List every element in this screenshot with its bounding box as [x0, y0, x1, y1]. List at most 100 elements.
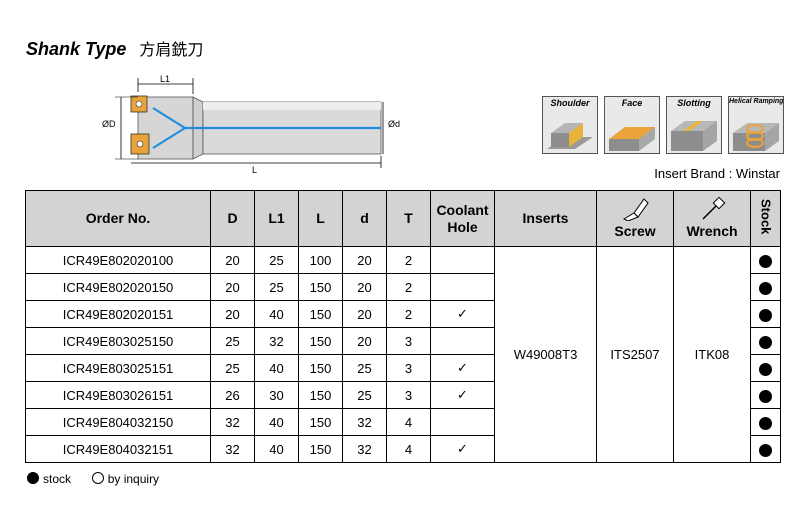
l-cell: 150	[298, 327, 343, 355]
l-cell: 150	[298, 381, 343, 409]
header-order-no: Order No.	[25, 190, 211, 247]
coolant-cell: ✓	[430, 354, 495, 382]
d-cell: 20	[210, 300, 255, 328]
coolant-cell	[430, 246, 495, 274]
l-cell: 150	[298, 435, 343, 463]
dim-l-label: L	[252, 165, 257, 175]
l1-cell: 40	[254, 354, 299, 382]
coolant-cell: ✓	[430, 381, 495, 409]
d-cell: 26	[210, 381, 255, 409]
d-cell: 20	[210, 273, 255, 301]
header-d-diameter: D	[210, 190, 255, 247]
coolant-cell	[430, 273, 495, 301]
d-cell: 25	[210, 327, 255, 355]
t-cell: 4	[386, 435, 431, 463]
application-label: Face	[621, 98, 643, 108]
table-row: ICR49E803026151 26 30 150 25 3 ✓	[25, 381, 781, 409]
title-english: Shank Type	[26, 39, 127, 59]
shoulder-milling-icon: Shoulder	[542, 96, 598, 154]
t-cell: 3	[386, 354, 431, 382]
in-stock-dot	[759, 254, 772, 268]
coolant-cell: ✓	[430, 435, 495, 463]
l-cell: 150	[298, 300, 343, 328]
in-stock-dot	[759, 389, 772, 403]
header-shank-d: d	[342, 190, 387, 247]
header-wrench-label: Wrench	[686, 223, 738, 240]
shank-d-cell: 20	[342, 327, 387, 355]
shank-d-cell: 32	[342, 408, 387, 436]
slotting-icon: Slotting	[666, 96, 722, 154]
application-label: Shoulder	[550, 98, 590, 108]
shank-d-cell: 20	[342, 246, 387, 274]
coolant-cell	[430, 408, 495, 436]
table-row: ICR49E802020100 20 25 100 20 2 W49008T3 …	[25, 246, 781, 463]
wrench-cell: ITK08	[673, 246, 751, 463]
stock-cell	[750, 273, 781, 301]
stock-cell	[750, 408, 781, 436]
screw-icon	[622, 198, 649, 222]
header-t: T	[386, 190, 431, 247]
header-screw: Screw	[596, 190, 674, 247]
t-cell: 2	[386, 246, 431, 274]
table-header-row: Order No. D L1 L d T Coolant Hole Insert…	[25, 190, 781, 247]
stock-cell	[750, 435, 781, 463]
table-row: ICR49E803025150 25 32 150 20 3	[25, 327, 781, 355]
order-no-cell: ICR49E804032150	[25, 408, 211, 436]
stock-cell	[750, 381, 781, 409]
order-no-cell: ICR49E802020151	[25, 300, 211, 328]
table-row: ICR49E802020151 20 40 150 20 2 ✓	[25, 300, 781, 328]
stock-dot-icon	[27, 472, 39, 484]
insert-brand: Insert Brand : Winstar	[654, 166, 780, 181]
screw-cell: ITS2507	[596, 246, 674, 463]
header-inserts: Inserts	[494, 190, 597, 247]
in-stock-dot	[759, 335, 772, 349]
coolant-cell	[430, 327, 495, 355]
shank-d-cell: 20	[342, 300, 387, 328]
d-cell: 25	[210, 354, 255, 382]
d-cell: 32	[210, 435, 255, 463]
t-cell: 2	[386, 300, 431, 328]
page-title: Shank Type 方肩銑刀	[26, 36, 203, 60]
l-cell: 100	[298, 246, 343, 274]
legend-stock-label: stock	[43, 472, 72, 486]
application-label: Helical Ramping	[729, 98, 784, 105]
coolant-cell: ✓	[430, 300, 495, 328]
header-l1: L1	[254, 190, 299, 247]
dim-l1-label: L1	[160, 74, 170, 84]
header-screw-label: Screw	[614, 223, 656, 240]
in-stock-dot	[759, 281, 772, 295]
header-l: L	[298, 190, 343, 247]
application-label: Slotting	[677, 98, 711, 108]
end-mill-drawing: L1 ØD Ød L	[102, 74, 400, 175]
inserts-cell: W49008T3	[494, 246, 597, 463]
l1-cell: 30	[254, 381, 299, 409]
wrench-icon	[702, 197, 726, 220]
l1-cell: 40	[254, 435, 299, 463]
t-cell: 3	[386, 381, 431, 409]
d-cell: 20	[210, 246, 255, 274]
t-cell: 3	[386, 327, 431, 355]
dim-d-label: Ød	[388, 119, 400, 129]
legend-inquiry-label: by inquiry	[107, 472, 160, 486]
l-cell: 150	[298, 408, 343, 436]
header-wrench: Wrench	[673, 190, 751, 247]
l1-cell: 32	[254, 327, 299, 355]
l1-cell: 25	[254, 273, 299, 301]
in-stock-dot	[759, 308, 772, 322]
header-stock-label: Stock	[758, 198, 774, 235]
order-no-cell: ICR49E803025150	[25, 327, 211, 355]
l1-cell: 40	[254, 300, 299, 328]
helical-ramping-icon: Helical Ramping	[728, 96, 784, 154]
order-no-cell: ICR49E803026151	[25, 381, 211, 409]
title-chinese: 方肩銑刀	[139, 40, 204, 59]
l-cell: 150	[298, 354, 343, 382]
table-row: ICR49E804032151 32 40 150 32 4 ✓	[25, 435, 781, 463]
shank-d-cell: 20	[342, 273, 387, 301]
l1-cell: 40	[254, 408, 299, 436]
t-cell: 4	[386, 408, 431, 436]
stock-cell	[750, 327, 781, 355]
order-no-cell: ICR49E803025151	[25, 354, 211, 382]
t-cell: 2	[386, 273, 431, 301]
d-cell: 32	[210, 408, 255, 436]
spec-table: Order No. D L1 L d T Coolant Hole Insert…	[25, 190, 781, 463]
